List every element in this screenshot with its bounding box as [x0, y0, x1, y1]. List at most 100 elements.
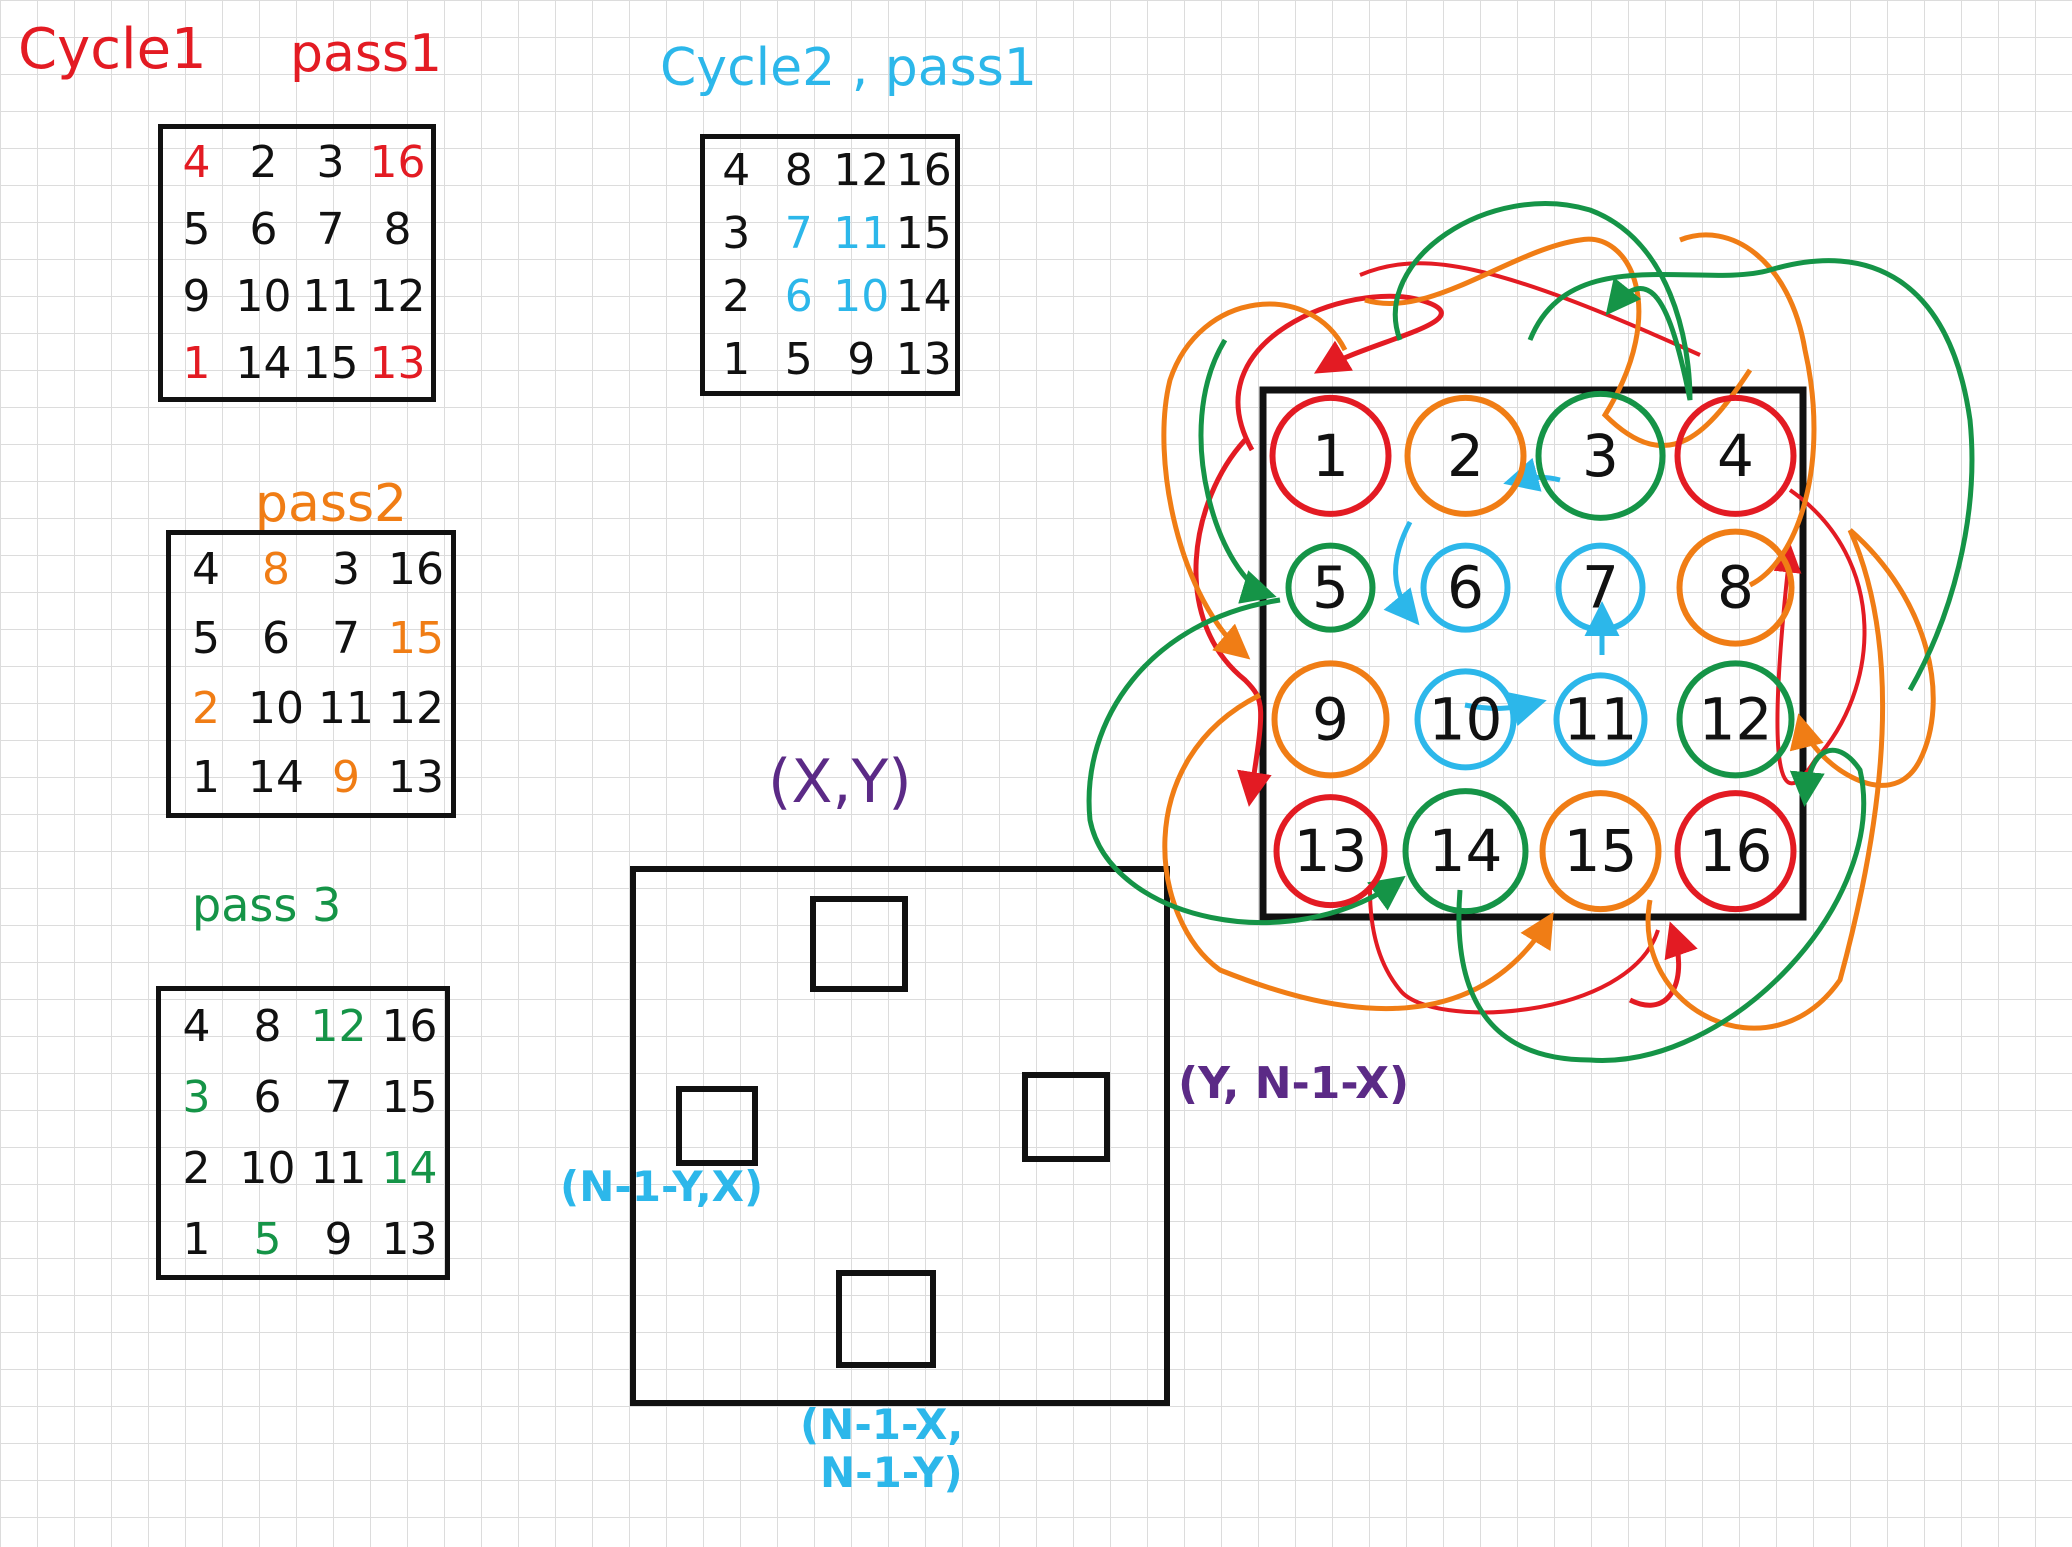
matrix-cell: 7 [316, 203, 345, 255]
matrix-cell: 15 [895, 207, 952, 259]
coord-bottom-line2: N-1-Y) [820, 1448, 963, 1497]
matrix-cell: 8 [262, 543, 290, 595]
matrix-cell: 11 [310, 1142, 367, 1194]
matrix-cell: 14 [235, 337, 292, 389]
matrix-cell: 14 [248, 752, 304, 804]
matrix-cell: 11 [833, 207, 890, 259]
matrix-cell: 10 [235, 270, 292, 322]
matrix-cell: 1 [182, 337, 211, 389]
matrix-cell: 2 [192, 682, 220, 734]
matrix-cell: 3 [332, 543, 360, 595]
grid-number: 9 [1312, 685, 1349, 753]
matrix-cell: 3 [722, 207, 751, 259]
matrix-cell: 4 [182, 1000, 211, 1052]
grid-ring [1676, 528, 1795, 647]
grid-ring [1404, 394, 1527, 517]
matrix-cell: 3 [182, 1071, 211, 1123]
pass2-label: pass2 [255, 474, 408, 534]
cyan-arrow-7-to-6 [1503, 457, 1561, 492]
matrix-cell: 13 [895, 333, 952, 385]
matrix-cell: 6 [249, 203, 278, 255]
matrix-cell: 9 [847, 333, 876, 385]
matrix-cell: 2 [182, 1142, 211, 1194]
matrix-cell: 10 [248, 682, 304, 734]
grid-number: 16 [1699, 817, 1773, 885]
grid-number: 15 [1564, 817, 1638, 885]
grid-ring [1271, 660, 1390, 779]
grid-ring [1269, 394, 1392, 517]
matrix-cell: 9 [332, 752, 360, 804]
cycle2-pass1-label: Cycle2 , pass1 [660, 38, 1037, 98]
matrix-cell: 8 [784, 144, 813, 196]
grid-number: 2 [1447, 422, 1484, 490]
green-arrow-to-5 [1198, 338, 1277, 604]
grid-ring [1402, 788, 1529, 915]
matrix-cell: 10 [833, 270, 890, 322]
matrix-cell: 8 [253, 1000, 282, 1052]
matrix-cell: 14 [381, 1142, 438, 1194]
grid-ring [1535, 390, 1666, 521]
coord-right: (Y, N-1-X) [1178, 1058, 1410, 1109]
matrix-cell: 10 [239, 1142, 296, 1194]
outer-matrix-square [630, 866, 1170, 1406]
grid-number: 6 [1447, 554, 1484, 622]
grid-ring [1420, 542, 1511, 633]
grid-ring [1539, 790, 1662, 913]
matrix-cell: 1 [182, 1213, 211, 1265]
green-arrow-5-to-14 [1086, 597, 1406, 926]
matrix-cell: 16 [388, 543, 444, 595]
matrix-cell: 5 [784, 333, 813, 385]
matrix-cell: 5 [253, 1213, 282, 1265]
matrix-cell: 16 [369, 136, 426, 188]
matrix-cell: 9 [324, 1213, 353, 1265]
orange-arrow-15-to-9 [1162, 692, 1554, 1012]
coord-bottom-line1: (N-1-X, [800, 1400, 964, 1449]
matrix-cell: 15 [381, 1071, 438, 1123]
matrix-cell: 11 [302, 270, 359, 322]
grid-ring [1553, 672, 1648, 767]
grid-ring [1674, 790, 1797, 913]
grid-number: 3 [1582, 422, 1619, 490]
grid-number: 1 [1312, 422, 1349, 490]
red-arrow-top-to-4 [1359, 261, 1701, 357]
matrix-cell: 12 [833, 144, 890, 196]
grid-number: 11 [1564, 685, 1638, 753]
matrix-cell: 14 [895, 270, 952, 322]
matrix-cell: 7 [332, 613, 360, 665]
grid-number: 5 [1312, 554, 1349, 622]
grid-ring [1285, 542, 1376, 633]
matrix-cell: 5 [192, 613, 220, 665]
matrix-cell: 13 [388, 752, 444, 804]
matrix-cell: 16 [381, 1000, 438, 1052]
matrix-cell: 4 [722, 144, 751, 196]
matrix-cell: 15 [388, 613, 444, 665]
matrix-cell: 6 [784, 270, 813, 322]
pass1-label: pass1 [290, 24, 443, 84]
matrix-cell: 2 [722, 270, 751, 322]
matrix-cell: 4 [192, 543, 220, 595]
grid-number: 10 [1429, 685, 1503, 753]
grid-number: 13 [1294, 817, 1368, 885]
matrix-cell: 1 [722, 333, 751, 385]
matrix-cell: 13 [381, 1213, 438, 1265]
matrix-cell: 5 [182, 203, 211, 255]
matrix-cell: 12 [388, 682, 444, 734]
cyan-arrow-6-to-10 [1383, 520, 1420, 626]
bottom-square [836, 1270, 936, 1368]
matrix-cell: 6 [262, 613, 290, 665]
matrix-cell: 16 [895, 144, 952, 196]
orange-arrow-to-2 [1161, 301, 1348, 660]
grid-number: 14 [1429, 817, 1503, 885]
matrix-cell: 13 [369, 337, 426, 389]
coord-left: (N-1-Y,X) [560, 1162, 764, 1211]
grid-ring [1414, 668, 1517, 771]
matrix-cell: 12 [310, 1000, 367, 1052]
orange-arrow-into-8 [1789, 528, 1936, 788]
red-arrow-13-to-1 [1235, 293, 1444, 452]
matrix-cell: 2 [249, 136, 278, 188]
green-arrow-to-3 [1392, 201, 1693, 401]
right-square [1022, 1072, 1110, 1162]
